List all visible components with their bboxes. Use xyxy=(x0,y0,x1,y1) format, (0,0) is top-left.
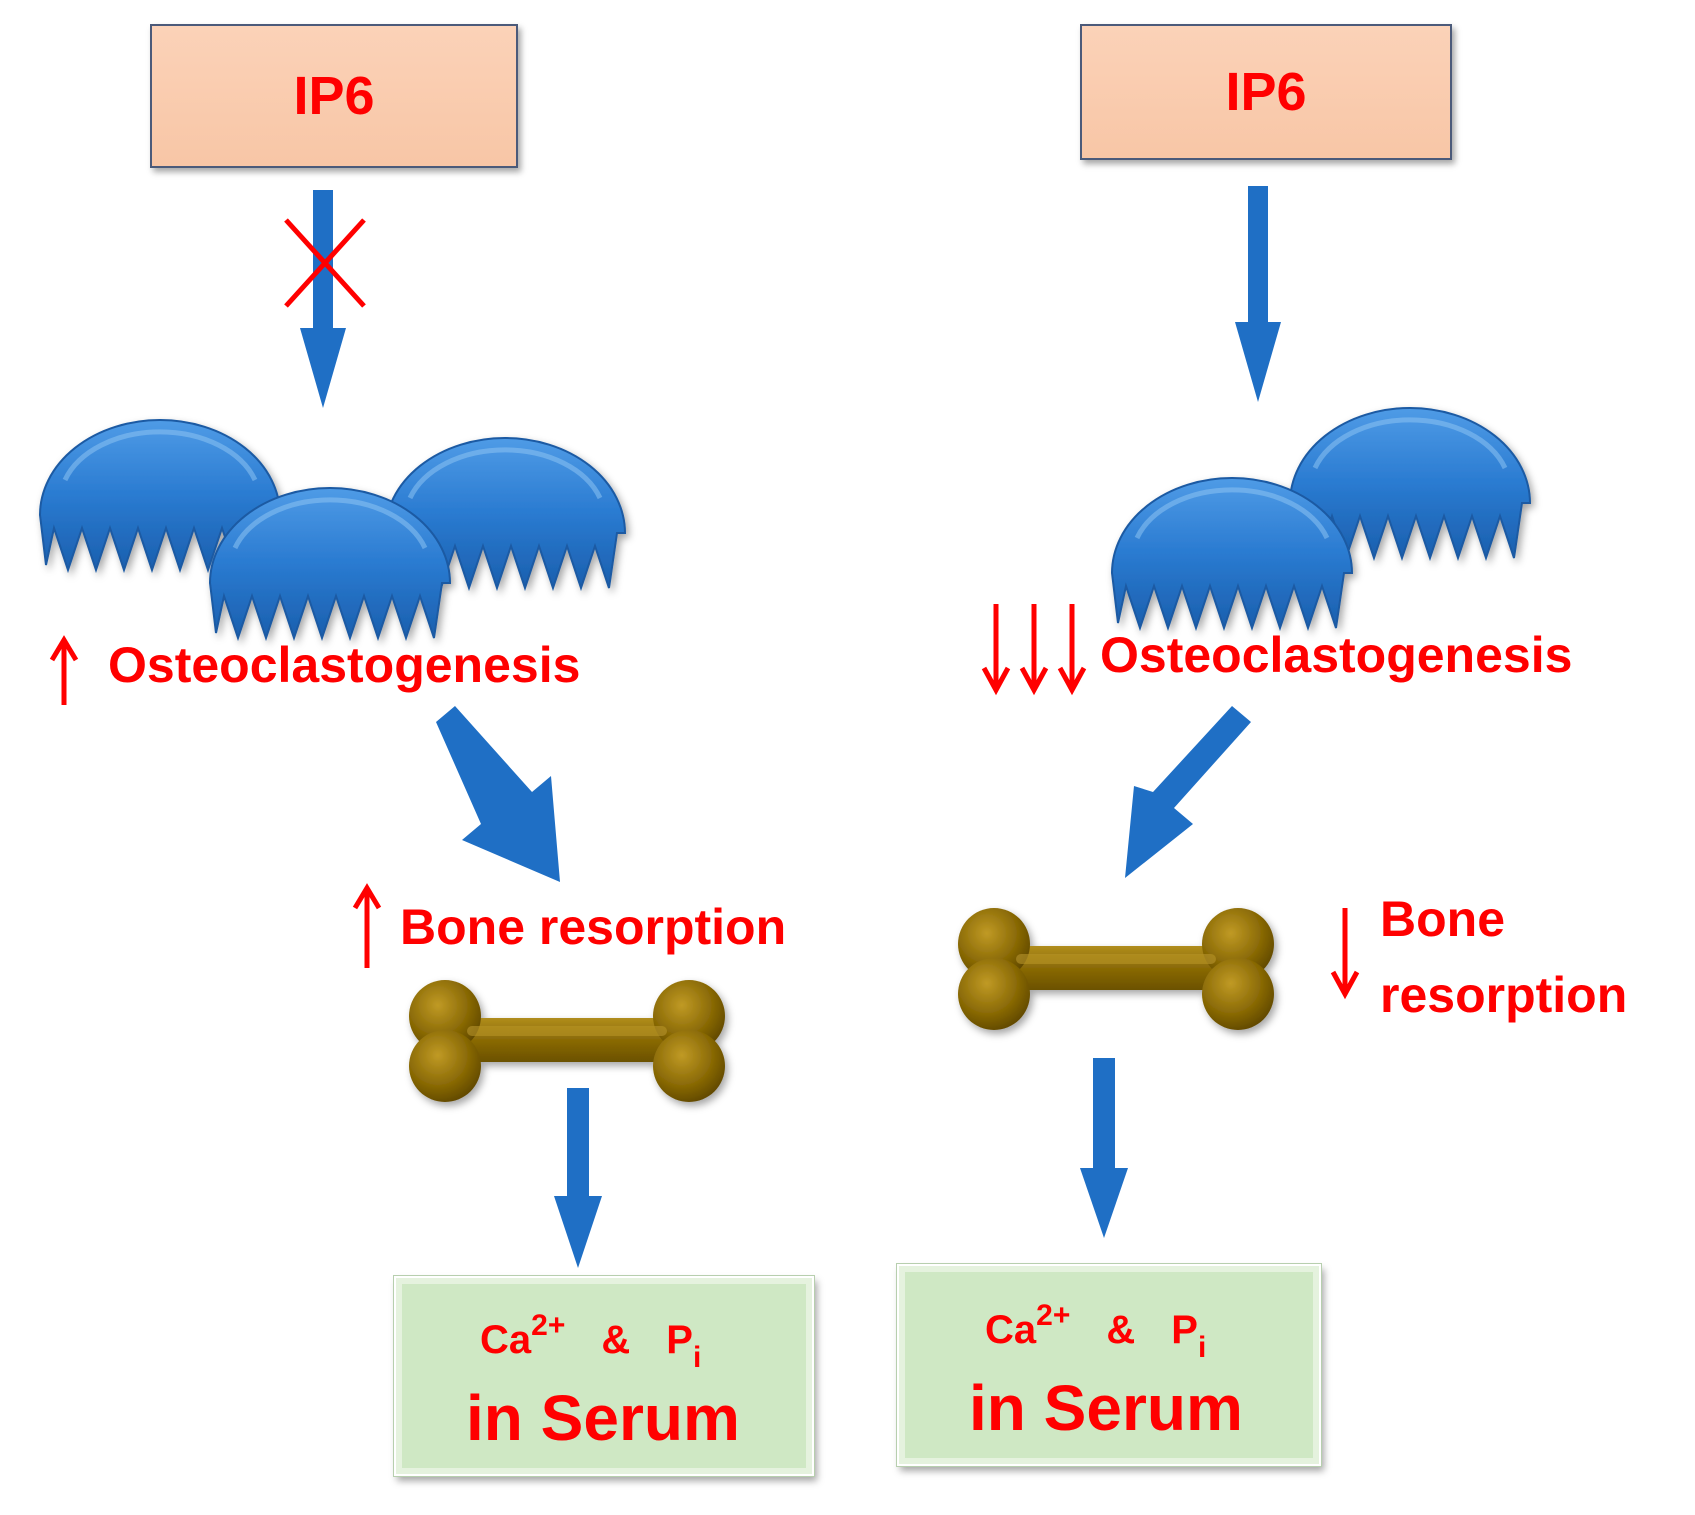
right-osteo-label: Osteoclastogenesis xyxy=(1100,627,1573,683)
right-resorption-down-arrow-icon xyxy=(1330,908,1360,1000)
right-ip6-arrow xyxy=(1235,186,1281,402)
left-bone xyxy=(409,980,725,1102)
left-ip6-label: IP6 xyxy=(293,66,375,126)
left-amp-text: & xyxy=(601,1318,631,1362)
left-osteo-to-bone-arrow xyxy=(436,706,560,882)
right-resorption-line1: Bone xyxy=(1380,891,1505,947)
block-x-icon xyxy=(284,218,366,308)
left-p-text: P xyxy=(666,1318,693,1362)
left-ca-text: Ca xyxy=(480,1318,532,1362)
right-ip6-label: IP6 xyxy=(1225,62,1307,122)
right-osteo-to-bone-arrow xyxy=(1125,706,1251,878)
right-bone-to-serum-arrow xyxy=(1080,1058,1128,1238)
left-ip6-box: IP6 xyxy=(150,24,518,168)
left-ca-charge: 2+ xyxy=(531,1309,566,1342)
right-p-text: P xyxy=(1171,1308,1198,1352)
right-resorption-line2: resorption xyxy=(1380,967,1628,1023)
right-bone xyxy=(958,908,1274,1030)
left-osteo-up-arrow-icon xyxy=(49,635,79,705)
right-ca-charge: 2+ xyxy=(1036,1299,1071,1332)
left-serum-line2: in Serum xyxy=(466,1382,740,1454)
right-serum-line2: in Serum xyxy=(969,1372,1243,1444)
left-serum-line1: Ca2+ &Pi xyxy=(480,1311,701,1373)
right-ip6-box: IP6 xyxy=(1080,24,1452,160)
left-osteoclast-cluster xyxy=(40,420,625,638)
right-serum-box: Ca2+ &Pi in Serum xyxy=(896,1263,1322,1467)
right-osteoclast-cluster xyxy=(1112,408,1530,628)
left-resorption-label: Bone resorption xyxy=(400,899,787,955)
left-p-subscript: i xyxy=(692,1341,702,1374)
left-resorption-up-arrow-icon xyxy=(352,883,382,968)
right-osteo-down-arrows-icon xyxy=(981,604,1087,696)
right-p-subscript: i xyxy=(1197,1331,1207,1364)
left-serum-box: Ca2+ &Pi in Serum xyxy=(393,1275,815,1477)
left-bone-to-serum-arrow xyxy=(554,1088,602,1268)
right-ca-text: Ca xyxy=(985,1308,1037,1352)
right-serum-line1: Ca2+ &Pi xyxy=(985,1301,1206,1363)
left-osteo-label: Osteoclastogenesis xyxy=(108,637,581,693)
right-amp-text: & xyxy=(1106,1308,1136,1352)
left-ip6-arrow xyxy=(300,190,346,408)
